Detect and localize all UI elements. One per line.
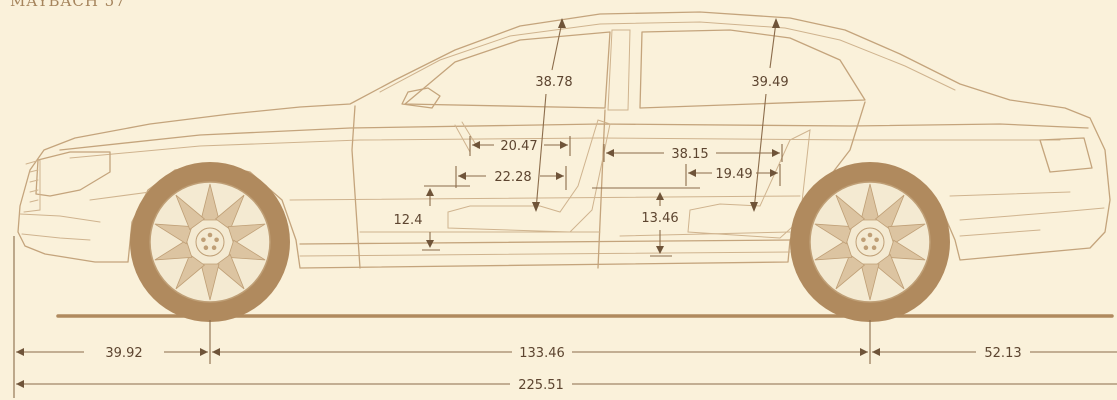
model-title: MAYBACH 57 bbox=[10, 0, 126, 10]
front-overhang-label: 39.92 bbox=[105, 346, 142, 361]
roof-inner-line bbox=[379, 21, 956, 93]
center-door-cut bbox=[597, 109, 606, 269]
belt-line-lower bbox=[69, 137, 1061, 159]
rear-window bbox=[639, 29, 866, 109]
side-mirror bbox=[401, 87, 441, 109]
rear-overhang-label: 52.13 bbox=[984, 346, 1021, 361]
rear-bumper bbox=[959, 207, 1105, 237]
character-line bbox=[89, 191, 1071, 201]
tail-lamp bbox=[1039, 137, 1093, 173]
rear-cushion-label: 19.49 bbox=[715, 167, 752, 182]
front-bumper bbox=[19, 213, 101, 241]
interior-floor bbox=[359, 231, 791, 237]
front-cushion-label: 22.28 bbox=[494, 170, 531, 185]
rear-headroom-label: 39.49 bbox=[751, 75, 788, 90]
front-door-cut bbox=[351, 105, 361, 269]
rear-legroom-label: 38.15 bbox=[671, 147, 708, 162]
sill-line bbox=[299, 239, 791, 245]
front-seat bbox=[447, 119, 611, 233]
sill-line-lower bbox=[299, 251, 791, 257]
dimension-lines bbox=[13, 18, 1117, 398]
rear-wheel bbox=[790, 162, 950, 322]
headlamp bbox=[35, 151, 111, 197]
grille bbox=[23, 159, 41, 213]
overall-length-label: 225.51 bbox=[518, 378, 564, 393]
front-wheel bbox=[130, 162, 290, 322]
wheelbase-label: 133.46 bbox=[519, 346, 565, 361]
b-pillar bbox=[607, 29, 631, 111]
front-window bbox=[404, 31, 611, 109]
front-headroom-label: 38.78 bbox=[535, 75, 572, 90]
belt-line bbox=[59, 123, 1089, 151]
front-seat-back-label: 20.47 bbox=[500, 139, 537, 154]
dimension-labels: 39.92 133.46 52.13 225.51 38.78 39.49 20… bbox=[105, 75, 1021, 393]
rear-seat-height-label: 13.46 bbox=[641, 211, 678, 226]
front-seat-height-label: 12.4 bbox=[394, 213, 423, 228]
